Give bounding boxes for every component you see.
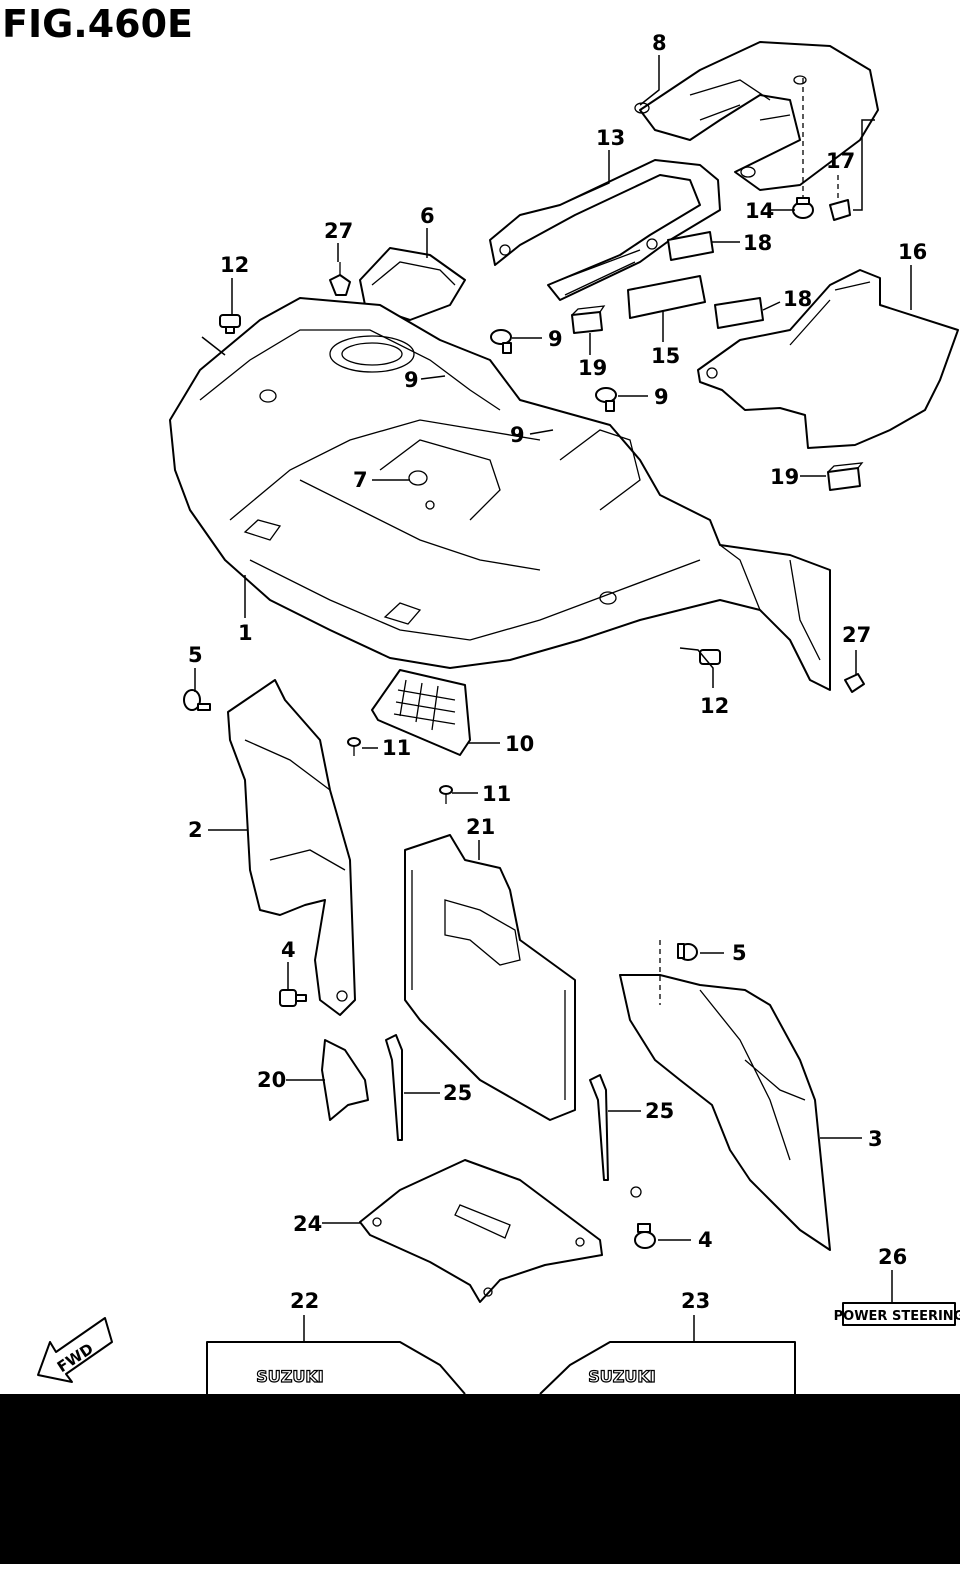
callout-17: 17 — [826, 149, 855, 173]
callout-9: 9 — [548, 327, 563, 351]
part-21-panel — [404, 834, 576, 1121]
callout-23: 23 — [681, 1289, 710, 1313]
fastener-5-bottom — [677, 943, 698, 961]
figure-title: FIG.460E — [2, 2, 194, 46]
callout-25: 25 — [645, 1099, 674, 1123]
callout-9: 9 — [654, 385, 669, 409]
part-10-vent — [371, 669, 471, 756]
part-8-cover — [634, 41, 879, 191]
callout-7: 7 — [353, 468, 368, 492]
callout-20: 20 — [257, 1068, 286, 1092]
callout-2: 2 — [188, 818, 203, 842]
callout-19: 19 — [578, 356, 607, 380]
part-18-pad-b — [714, 297, 764, 329]
fastener-27-top — [329, 262, 351, 296]
callout-27: 27 — [842, 623, 871, 647]
callout-16: 16 — [898, 240, 927, 264]
callout-13: 13 — [596, 126, 625, 150]
bottom-black-band — [0, 1394, 960, 1564]
screw-11-b — [439, 785, 453, 804]
part-19-block-a — [571, 305, 606, 334]
callout-22: 22 — [290, 1289, 319, 1313]
callout-6: 6 — [420, 204, 435, 228]
callout-15: 15 — [651, 344, 680, 368]
fastener-5-top — [183, 689, 211, 711]
part-24-plate — [359, 1159, 603, 1303]
callout-18: 18 — [743, 231, 772, 255]
part-18-pad-a — [667, 231, 714, 261]
callout-9: 9 — [510, 423, 525, 447]
part-1-front-fender — [169, 297, 831, 691]
callout-5: 5 — [188, 643, 203, 667]
callout-11: 11 — [482, 782, 511, 806]
decal-power-steering-text: POWER STEERING — [834, 1309, 960, 1324]
fastener-14 — [792, 197, 814, 219]
part-19-block-b — [827, 462, 864, 491]
fastener-4-bottom — [634, 1223, 656, 1249]
callout-1: 1 — [238, 621, 253, 645]
fastener-12-top — [219, 314, 241, 334]
callout-26: 26 — [878, 1245, 907, 1269]
part-13-bracket — [489, 159, 721, 301]
decal-22-brand-text: SUZUKI — [256, 1367, 323, 1386]
callout-8: 8 — [652, 31, 667, 55]
part-2-left-guard — [227, 679, 356, 1016]
callout-24: 24 — [293, 1212, 322, 1236]
leader-lines — [194, 55, 912, 1342]
fastener-4-top — [279, 989, 307, 1007]
callout-9: 9 — [404, 368, 419, 392]
callout-5: 5 — [732, 941, 747, 965]
callout-18: 18 — [783, 287, 812, 311]
fwd-arrow-icon: FWD — [37, 1317, 113, 1383]
screw-11-a — [347, 737, 361, 756]
part-20-bracket — [321, 1039, 369, 1121]
decal-23-brand-text: SUZUKI — [588, 1367, 655, 1386]
callout-4: 4 — [698, 1228, 713, 1252]
part-23-decal: SUZUKI — [539, 1341, 796, 1395]
part-25-tie-a — [385, 1034, 403, 1141]
callout-12: 12 — [220, 253, 249, 277]
callout-27: 27 — [324, 219, 353, 243]
fastener-27-bottom — [844, 673, 865, 693]
part-22-decal: SUZUKI — [206, 1341, 466, 1395]
part-3-right-guard — [619, 974, 831, 1251]
callout-21: 21 — [466, 815, 495, 839]
part-26-decal: POWER STEERING — [834, 1302, 960, 1326]
fastener-9-c — [595, 387, 617, 412]
callout-10: 10 — [505, 732, 534, 756]
callout-12: 12 — [700, 694, 729, 718]
part-25-tie-b — [589, 1074, 609, 1181]
fastener-9-b — [490, 329, 512, 354]
callout-3: 3 — [868, 1127, 883, 1151]
part-15-pad — [627, 275, 706, 319]
fastener-17 — [829, 199, 851, 221]
callout-25: 25 — [443, 1081, 472, 1105]
part-16-side-panel — [697, 269, 959, 449]
callout-numbers: 8 13 17 14 27 6 18 16 12 18 9 9 19 15 9 … — [188, 31, 927, 1313]
callout-4: 4 — [281, 938, 296, 962]
callout-14: 14 — [745, 199, 774, 223]
callout-19: 19 — [770, 465, 799, 489]
callout-11: 11 — [382, 736, 411, 760]
